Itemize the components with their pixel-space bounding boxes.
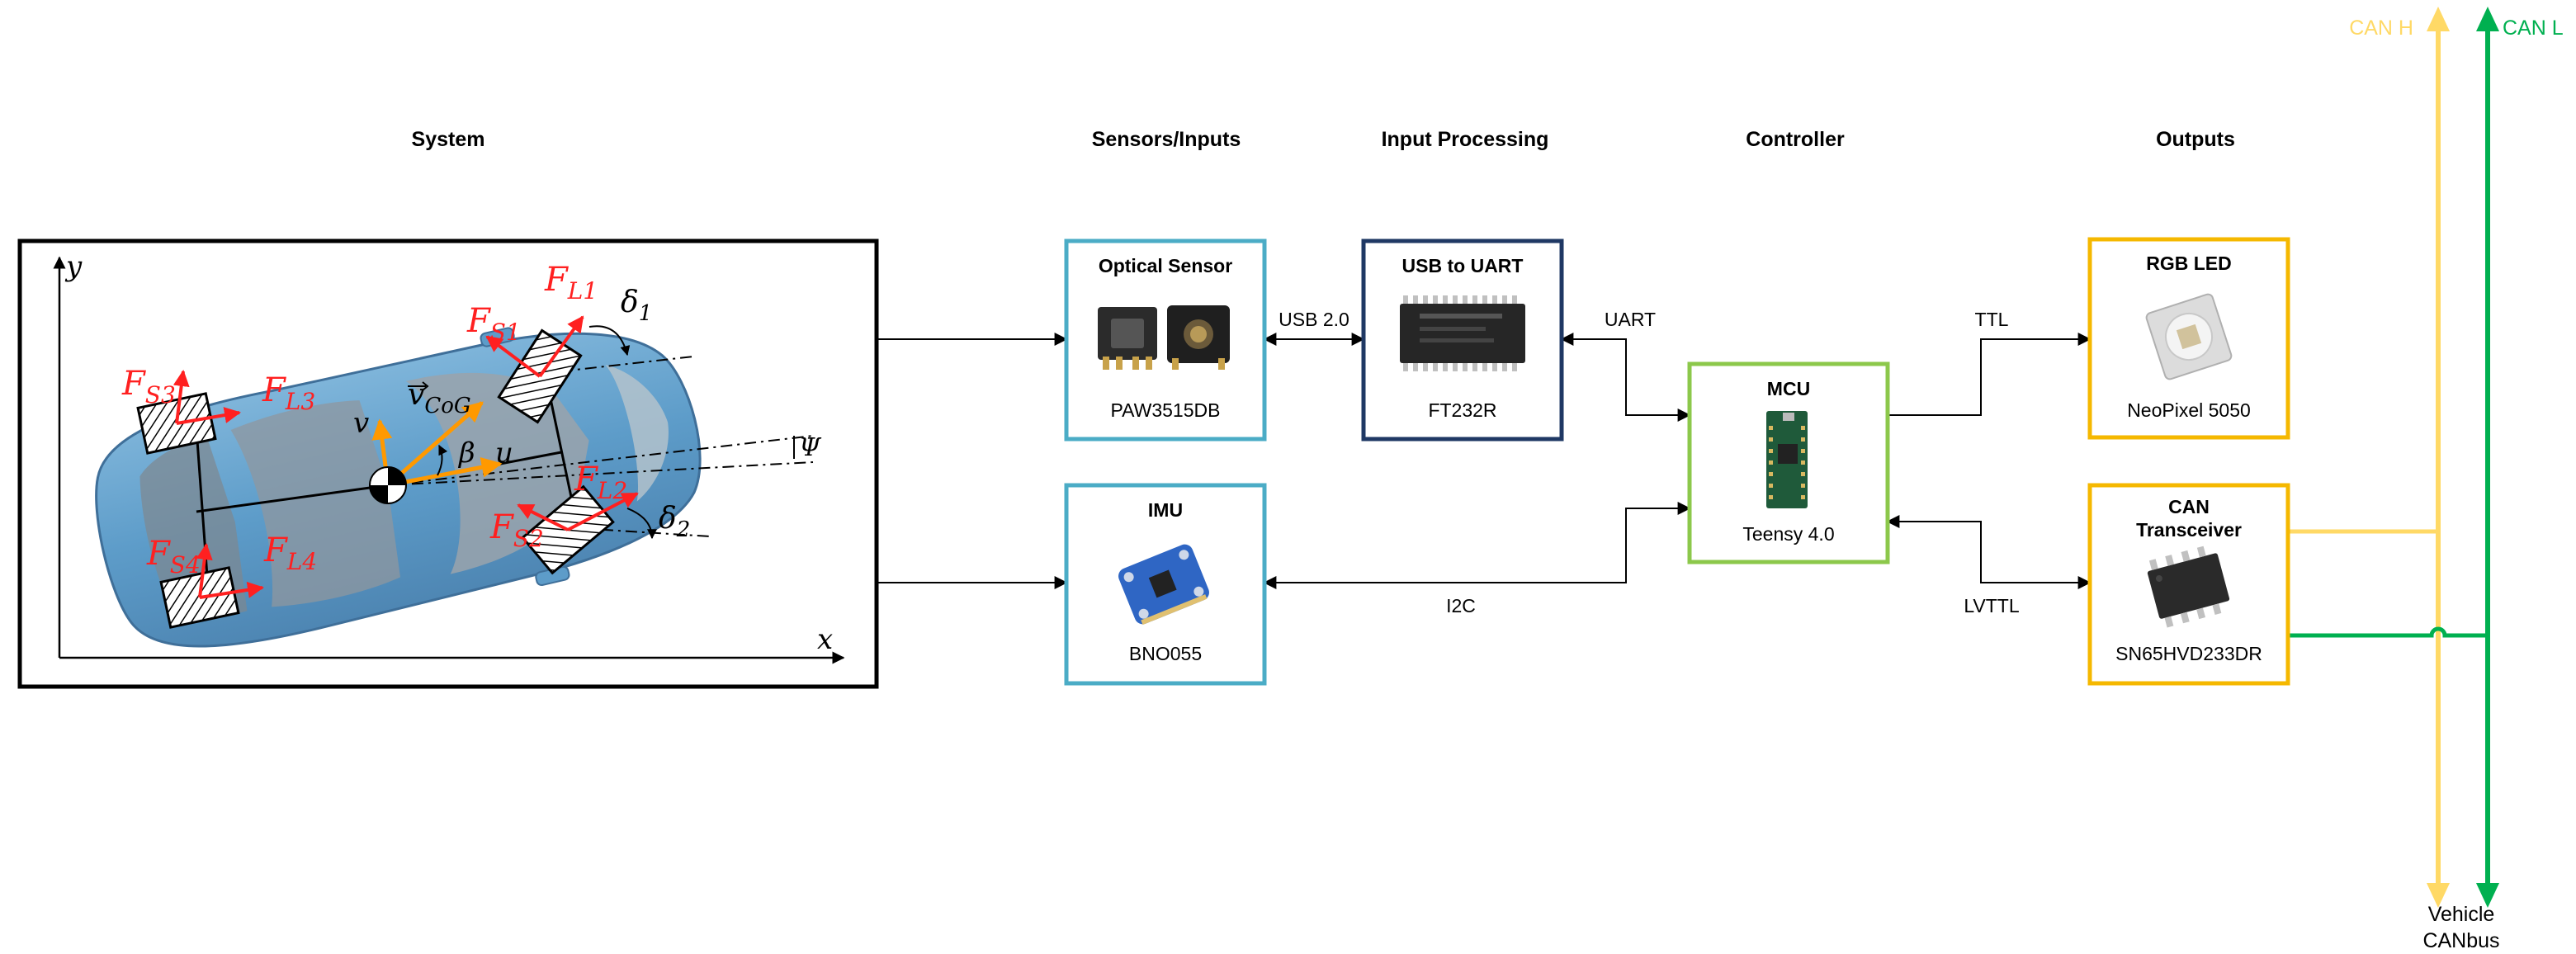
- svg-text:Optical Sensor: Optical Sensor: [1099, 255, 1232, 276]
- label-lvttl: LVTTL: [1964, 595, 2020, 616]
- cog-symbol: [369, 466, 407, 504]
- svg-text:Transceiver: Transceiver: [2136, 519, 2242, 541]
- svg-text:SN65HVD233DR: SN65HVD233DR: [2115, 643, 2262, 664]
- label-fl1: FL1: [544, 261, 598, 305]
- svg-text:MCU: MCU: [1767, 378, 1810, 399]
- label-fs2: FS2: [489, 508, 544, 552]
- block-usb-to-uart: USB to UART FT232R: [1361, 238, 1564, 442]
- label-bus-line1: Vehicle: [2428, 903, 2495, 926]
- link-mcu-imu: [1263, 502, 1691, 589]
- block-mcu: MCU Teensy 4.0: [1687, 361, 1890, 564]
- svg-text:USB to UART: USB to UART: [1402, 255, 1524, 276]
- label-fs3: FS3: [121, 365, 176, 409]
- header-processing: Input Processing: [1382, 128, 1549, 151]
- label-fs4: FS4: [146, 535, 201, 579]
- label-fl4: FL4: [263, 531, 317, 575]
- connectors: [877, 333, 2092, 589]
- can-bus: CAN H CAN L Vehicle CANbus: [2288, 7, 2564, 952]
- svg-text:Teensy 4.0: Teensy 4.0: [1742, 523, 1834, 545]
- can-l-tap: [2288, 626, 2488, 638]
- svg-text:PAW3515DB: PAW3515DB: [1111, 399, 1221, 421]
- y-axis-label: y: [64, 250, 83, 283]
- neopixel-led-image: [2145, 293, 2233, 380]
- header-system: System: [412, 128, 485, 151]
- label-v: v: [353, 407, 369, 440]
- link-mcu-can: [1886, 515, 2092, 589]
- block-imu: IMU BNO055: [1064, 483, 1267, 686]
- label-fl2: FL2: [574, 460, 627, 504]
- ft232r-chip-image: [1400, 295, 1525, 371]
- soic-chip-image: [2147, 545, 2230, 628]
- block-can-transceiver: CAN Transceiver SN65HVD233DR: [2087, 483, 2290, 686]
- label-can-h: CAN H: [2349, 17, 2413, 40]
- svg-text:FT232R: FT232R: [1428, 399, 1496, 421]
- label-can-l: CAN L: [2503, 17, 2564, 40]
- label-fl3: FL3: [262, 371, 315, 415]
- x-axis-label: x: [817, 623, 833, 656]
- label-bus-line2: CANbus: [2422, 929, 2499, 952]
- link-usb-mcu: [1560, 333, 1691, 422]
- svg-text:IMU: IMU: [1148, 499, 1183, 521]
- optical-sensor-chip-image: [1098, 305, 1230, 370]
- teensy-board-image: [1766, 411, 1808, 508]
- label-i2c: I2C: [1446, 595, 1476, 616]
- header-outputs: Outputs: [2156, 128, 2235, 151]
- label-usb20: USB 2.0: [1279, 309, 1349, 330]
- vehicle-model: y x: [17, 238, 879, 689]
- label-ttl: TTL: [1975, 309, 2009, 330]
- svg-text:CAN: CAN: [2168, 496, 2210, 517]
- block-rgb-led: RGB LED NeoPixel 5050: [2087, 237, 2290, 440]
- link-mcu-rgb: [1888, 333, 2092, 416]
- label-fs1: FS1: [466, 302, 521, 346]
- label-delta2: δ2: [659, 502, 690, 542]
- label-u: u: [495, 437, 513, 470]
- label-psi: Ψ: [799, 433, 822, 462]
- block-optical-sensor: Optical Sensor PAW3515DB: [1064, 238, 1267, 442]
- svg-text:RGB LED: RGB LED: [2146, 253, 2232, 274]
- svg-text:BNO055: BNO055: [1129, 643, 1202, 664]
- svg-text:NeoPixel 5050: NeoPixel 5050: [2127, 399, 2251, 421]
- label-beta: β: [457, 437, 475, 470]
- header-controller: Controller: [1746, 128, 1845, 151]
- header-sensors: Sensors/Inputs: [1092, 128, 1241, 151]
- imu-board-image: [1118, 544, 1209, 626]
- label-uart: UART: [1605, 309, 1656, 330]
- label-delta1: δ1: [621, 286, 652, 326]
